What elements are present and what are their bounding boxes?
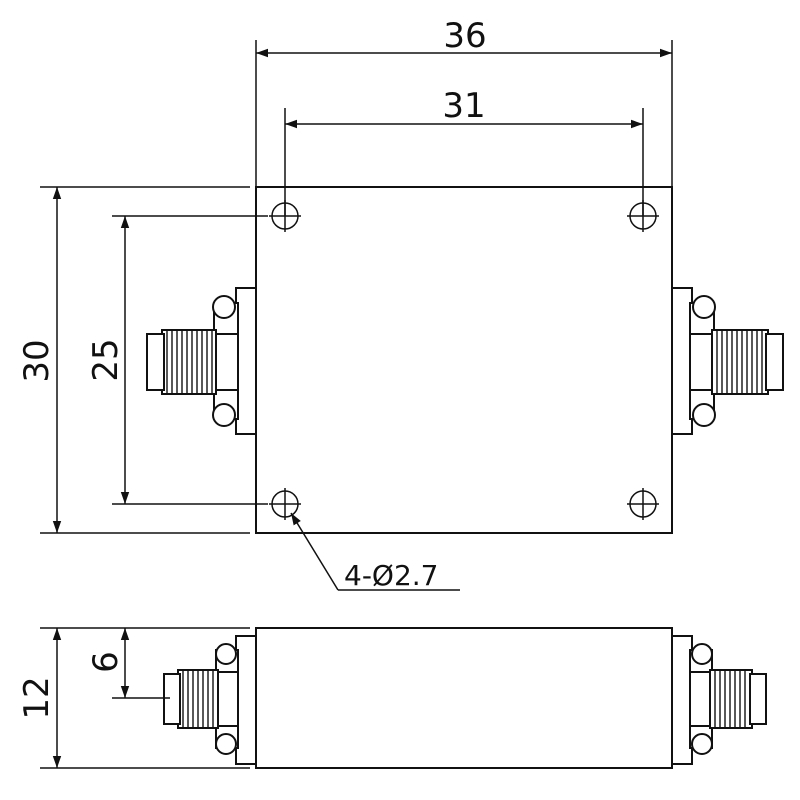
side-view: 12 6 <box>17 627 767 769</box>
dimension-label-6: 6 <box>86 651 126 673</box>
thread-lines-left <box>166 331 213 393</box>
dimension-overall-height: 30 <box>17 186 250 534</box>
enclosure-body-top <box>255 186 673 534</box>
connector-left-top <box>146 287 257 435</box>
thread-lines-right <box>716 331 763 393</box>
dimension-label-30: 30 <box>17 339 57 382</box>
hole-callout-leader: 4-Ø2.7 <box>290 512 460 592</box>
hole-callout-label: 4-Ø2.7 <box>344 559 439 592</box>
mounting-hole-bottom-right <box>627 488 659 520</box>
threaded-barrel-right <box>711 329 769 395</box>
dimension-label-12: 12 <box>17 676 57 719</box>
connector-right-top <box>671 287 784 435</box>
dimension-hole-spacing-y: 25 <box>86 215 268 505</box>
dimension-connector-offset: 6 <box>86 628 170 699</box>
connector-left-side <box>163 635 257 765</box>
dimension-label-25: 25 <box>86 338 126 381</box>
thread-lines-left-side <box>182 671 214 727</box>
dimension-overall-width: 36 <box>255 16 673 187</box>
thread-lines-right-side <box>714 671 746 727</box>
enclosure-body-side <box>255 627 673 769</box>
top-view: 36 31 30 25 4-Ø2.7 <box>17 16 784 592</box>
dimension-label-31: 31 <box>442 86 485 126</box>
dimension-label-36: 36 <box>443 16 486 56</box>
mounting-hole-bottom-left <box>269 488 301 520</box>
dimension-side-height: 12 <box>17 627 250 769</box>
threaded-barrel-left <box>161 329 217 395</box>
dimension-hole-spacing-x: 31 <box>284 86 644 216</box>
connector-right-side <box>671 635 767 765</box>
